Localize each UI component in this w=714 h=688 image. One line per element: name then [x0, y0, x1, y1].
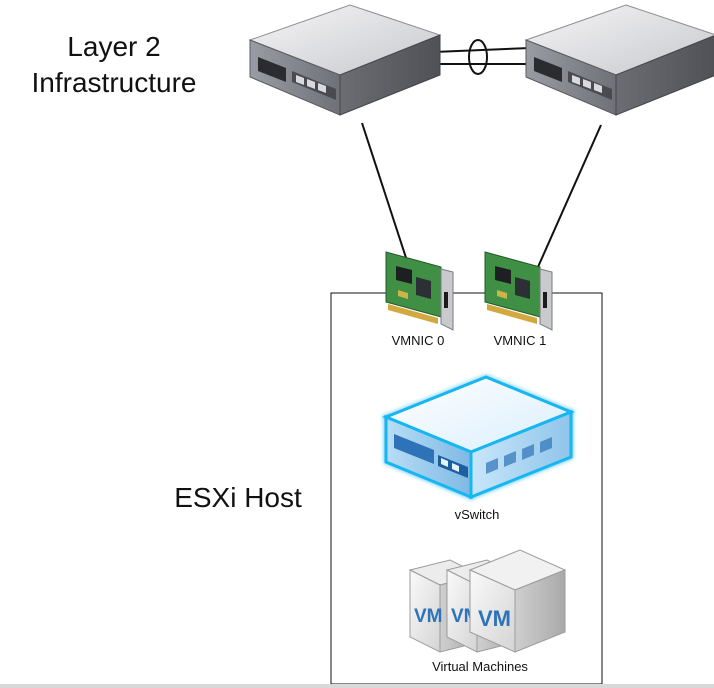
esxi-host-label: ESXi Host [174, 482, 302, 513]
vmnic0-card-icon [385, 251, 454, 331]
vm-logo-3: VM [478, 606, 511, 631]
vswitch-icon [382, 375, 575, 500]
physical-switch-2 [525, 4, 714, 116]
link-aggregation-ring [468, 39, 488, 75]
link-switch1-vmnic0 [361, 122, 411, 271]
physical-switch-1 [249, 4, 441, 116]
vmnic0-label: VMNIC 0 [391, 333, 445, 348]
vswitch-label: vSwitch [454, 507, 500, 522]
layer2-title-line1: Layer 2 [67, 31, 161, 62]
bottom-divider [0, 684, 714, 688]
vmnic1-card-icon [484, 251, 553, 331]
layer2-title-line2: Infrastructure [31, 67, 197, 98]
vm-cube-icon-3: VM [468, 549, 567, 653]
virtual-machines-label: Virtual Machines [432, 659, 528, 674]
vmnic1-label: VMNIC 1 [493, 333, 547, 348]
link-switch2-vmnic1 [529, 124, 602, 286]
vm-logo-1: VM [414, 606, 443, 627]
